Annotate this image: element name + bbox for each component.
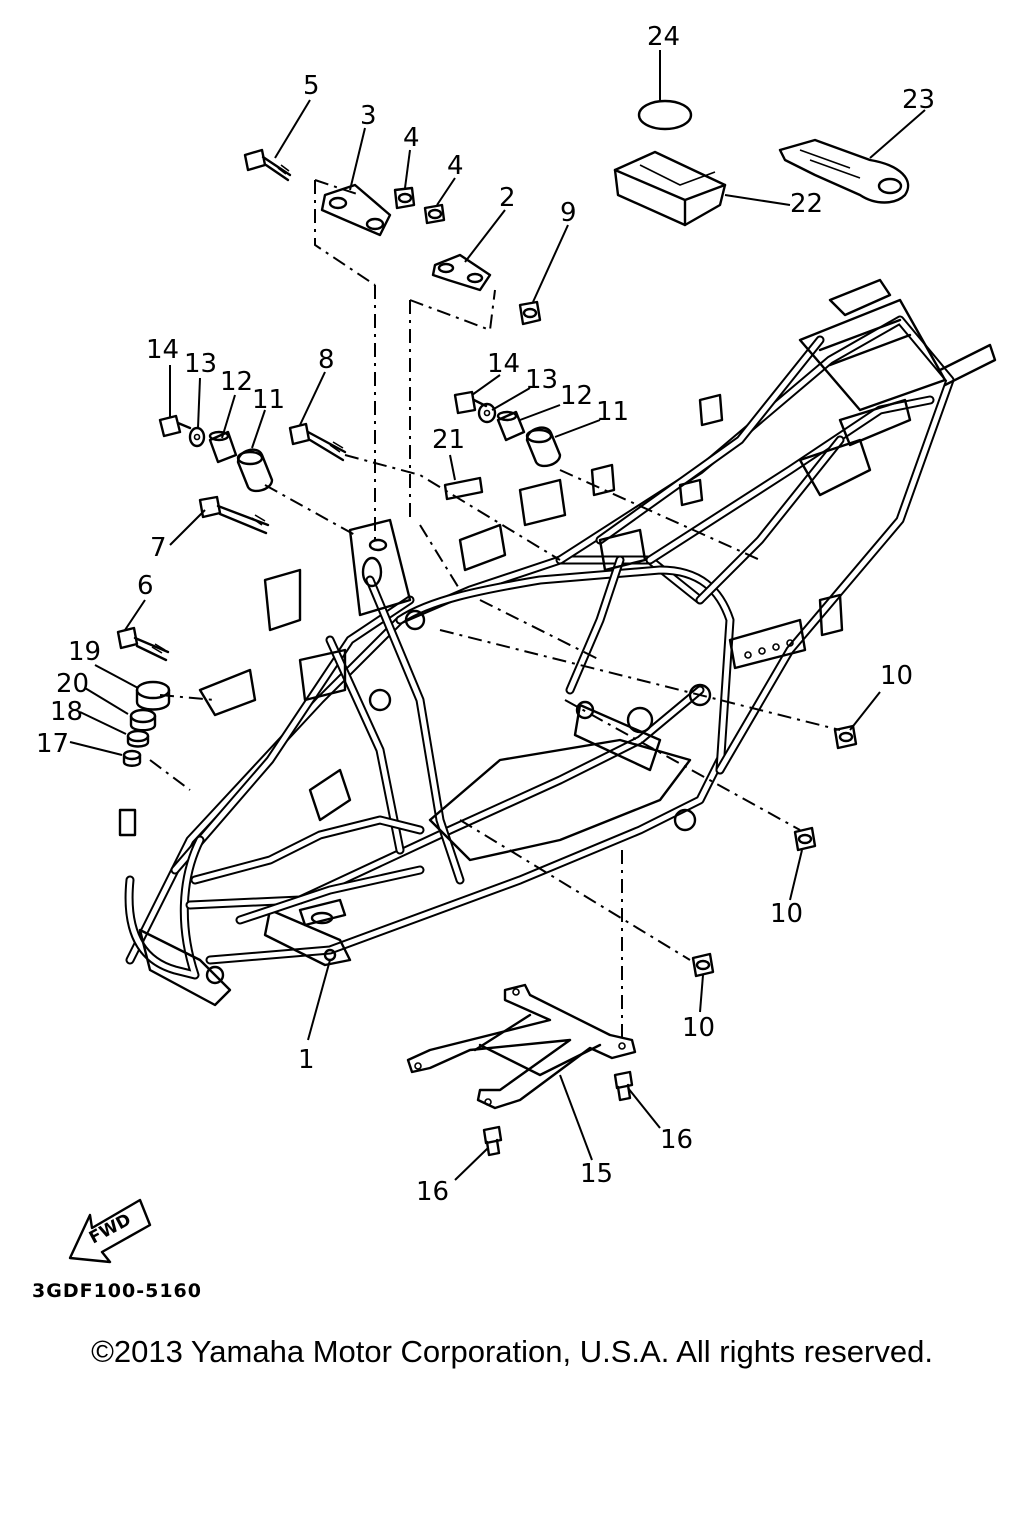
callout-15: 15 [580,1159,613,1189]
callout-18: 19 [68,637,101,667]
loose-parts: FWD [68,99,910,1264]
callout-12b: 12 [560,381,593,411]
washer-13-right [477,402,497,424]
callout-23: 23 [902,85,935,115]
callout-4a: 4 [403,123,420,153]
main-frame [118,278,997,1007]
callout-2: 2 [499,183,516,213]
diagram-code: 3GDF100-5160 [32,1280,202,1302]
fwd-arrow-icon: FWD [68,1198,152,1264]
callout-10a: 10 [880,661,913,691]
callout-5: 5 [303,71,320,101]
bolt-6 [116,626,170,662]
callout-13a: 13 [184,349,217,379]
collar-12-right [496,410,526,442]
mount-plate-2 [431,253,492,292]
callout-22: 22 [790,189,823,219]
bolt-7 [198,495,270,535]
collar-20 [129,708,157,732]
bolt-8 [288,422,347,462]
leader-lines [69,50,926,1181]
callout-20: 20 [56,669,89,699]
washer-13-left [188,426,206,448]
callout-11b: 11 [596,397,629,427]
callout-19: 17 [36,729,69,759]
callout-3: 3 [360,101,377,131]
callout-9: 9 [560,198,577,228]
bolt-14-right [453,390,488,415]
nut-4b [423,203,446,225]
copyright-notice: ©2013 Yamaha Motor Corporation, U.S.A. A… [91,1334,933,1369]
callout-7: 7 [150,533,167,563]
oval-sticker-24 [637,99,693,131]
callout-8: 8 [318,345,335,375]
callout-16b: 16 [416,1177,449,1207]
fwd-label: FWD [86,1210,135,1249]
frame-parts-diagram: FWD 24 [36,22,997,1264]
skid-bracket-15 [406,983,637,1110]
nut-4a [393,186,416,210]
callout-labels: 24 23 22 5 3 4 4 2 9 14 13 12 11 8 14 13… [36,22,935,1207]
bolt-14-left [158,414,192,438]
bolt-5 [243,148,292,182]
damper-11-right [525,426,562,468]
callout-6: 6 [137,571,154,601]
callout-13b: 13 [525,365,558,395]
callout-1: 1 [298,1045,315,1075]
callout-17: 18 [50,697,83,727]
bolt-16b [482,1125,503,1157]
emblem-23 [778,138,910,204]
callout-14b: 14 [487,349,520,379]
washer-17 [126,729,150,748]
label-21 [443,476,484,501]
callout-4b: 4 [447,151,464,181]
callout-14a: 14 [146,335,179,365]
callout-16a: 16 [660,1125,693,1155]
callout-21: 21 [432,425,465,455]
bolt-16a [613,1070,634,1102]
callout-11a: 11 [252,385,285,415]
callout-10c: 10 [682,1013,715,1043]
nut-9 [518,300,542,326]
nut-10a [833,724,858,750]
damper-11-left [236,448,274,493]
callout-12a: 12 [220,367,253,397]
nut-10b [793,826,817,852]
pad-22 [613,150,727,227]
callout-24: 24 [647,22,680,52]
nut-10c [691,952,715,978]
collar-19 [122,749,142,767]
callout-10b: 10 [770,899,803,929]
mount-bracket-3 [320,183,392,237]
damper-18 [135,680,171,711]
